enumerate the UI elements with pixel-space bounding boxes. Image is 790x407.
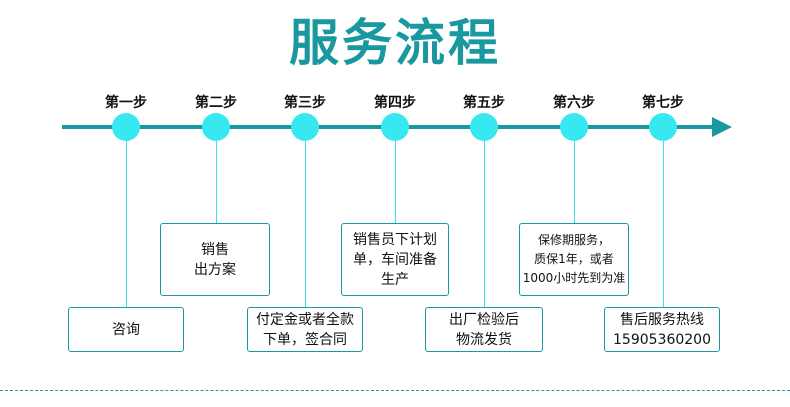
step-2-connector xyxy=(215,141,217,223)
step-6-node xyxy=(560,113,588,141)
step-5-label: 第五步 xyxy=(463,95,505,111)
step-7-connector xyxy=(662,141,664,307)
step-5-node xyxy=(470,113,498,141)
step-5-connector xyxy=(483,141,485,307)
step-3-node xyxy=(291,113,319,141)
step-3-box: 付定金或者全款 下单，签合同 xyxy=(247,307,363,352)
step-7-node xyxy=(649,113,677,141)
step-7-box: 售后服务热线 15905360200 xyxy=(604,307,720,352)
step-1-box: 咨询 xyxy=(68,307,184,352)
step-4-node xyxy=(381,113,409,141)
step-3-connector xyxy=(304,141,306,307)
step-2-node xyxy=(202,113,230,141)
step-1-node xyxy=(112,113,140,141)
step-4-label: 第四步 xyxy=(374,95,416,111)
step-7-label: 第七步 xyxy=(642,95,684,111)
step-3-label: 第三步 xyxy=(284,95,326,111)
step-6-label: 第六步 xyxy=(553,95,595,111)
step-1-connector xyxy=(125,141,127,307)
step-5-box: 出厂检验后 物流发货 xyxy=(425,307,543,352)
arrow-right-icon xyxy=(712,117,732,137)
step-2-box: 销售 出方案 xyxy=(160,223,270,296)
step-4-box: 销售员下计划 单，车间准备 生产 xyxy=(341,223,449,296)
step-6-connector xyxy=(573,141,575,223)
step-1-label: 第一步 xyxy=(105,95,147,111)
step-2-label: 第二步 xyxy=(195,95,237,111)
step-6-box: 保修期服务， 质保1年，或者 1000小时先到为准 xyxy=(519,223,629,296)
dashed-divider xyxy=(0,390,790,391)
step-4-connector xyxy=(394,141,396,223)
page-title: 服务流程 xyxy=(289,14,501,72)
